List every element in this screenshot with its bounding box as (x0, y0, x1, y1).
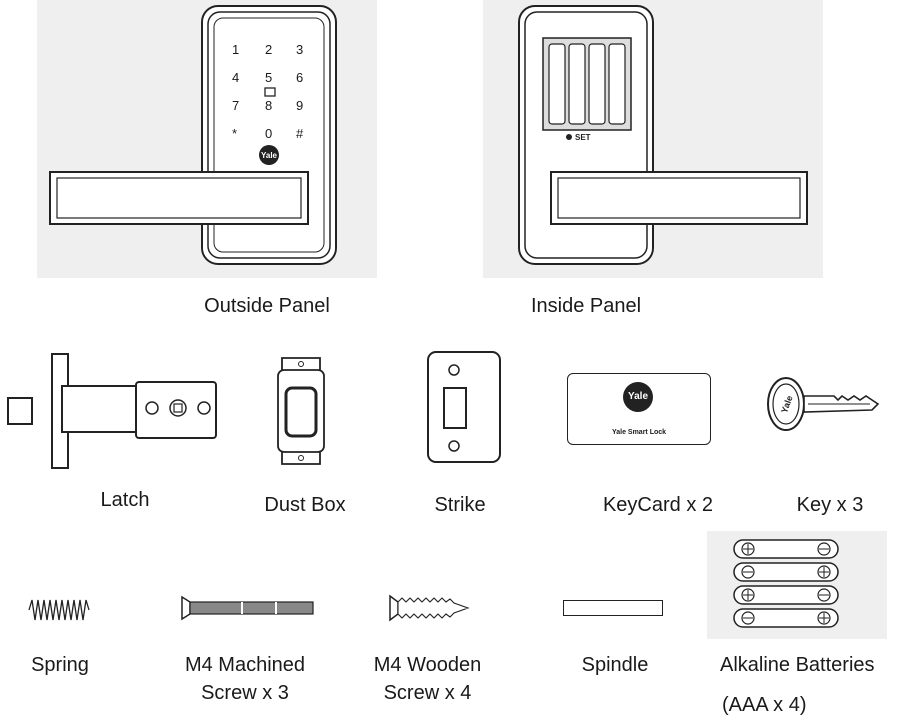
wooden-screw-illustration (389, 594, 470, 622)
wooden-screw-label-line1: M4 Wooden (373, 654, 482, 676)
spindle-illustration (563, 600, 663, 616)
battery-slot (548, 43, 566, 125)
key-6: 6 (296, 70, 304, 85)
latch-label: Latch (100, 489, 150, 511)
batteries-illustration (733, 539, 839, 628)
inside-panel-illustration: SET (518, 5, 808, 265)
key-5: 5 (265, 70, 273, 85)
key-0: 0 (265, 126, 273, 141)
batteries-label-line1: Alkaline Batteries (720, 654, 875, 676)
spring-label: Spring (31, 654, 89, 676)
strike-label: Strike (434, 494, 486, 516)
key-3: 3 (296, 42, 304, 57)
key-7: 7 (232, 98, 240, 113)
machined-screw-label-line2: Screw x 3 (201, 682, 289, 704)
keycard-yale-logo-icon: Yale (623, 382, 653, 412)
battery-slot (568, 43, 586, 125)
wooden-screw-label-line2: Screw x 4 (383, 682, 472, 704)
battery-icon (733, 562, 839, 582)
set-label: SET (575, 133, 591, 142)
key-2: 2 (265, 42, 273, 57)
battery-icon (733, 585, 839, 605)
battery-slot (588, 43, 606, 125)
battery-slot (608, 43, 626, 125)
batteries-label-line2: (AAA x 4) (722, 694, 807, 716)
keycard-illustration: Yale Yale Smart Lock (567, 373, 711, 445)
machined-screw-label-line1: M4 Machined (184, 654, 306, 676)
dust-box-illustration (277, 357, 325, 465)
battery-icon (733, 539, 839, 559)
keycard-label: KeyCard x 2 (602, 494, 714, 516)
key-1: 1 (232, 42, 240, 57)
key-star: * (232, 126, 238, 141)
key-9: 9 (296, 98, 304, 113)
spring-illustration (28, 599, 90, 621)
outside-panel-illustration: Yale (49, 5, 337, 265)
keycard-caption: Yale Smart Lock (611, 429, 667, 436)
machined-screw-illustration (181, 595, 314, 621)
key-illustration: Yale (767, 377, 880, 431)
keypad: 1 2 3 4 5 6 7 8 9 * 0 # (232, 42, 318, 150)
set-button-icon (566, 134, 572, 140)
spindle-label: Spindle (581, 654, 649, 676)
inside-panel-label: Inside Panel (530, 295, 642, 317)
dust-box-label: Dust Box (264, 494, 346, 516)
key-label: Key x 3 (796, 494, 864, 516)
key-hash: # (296, 126, 304, 141)
battery-icon (733, 608, 839, 628)
key-8: 8 (265, 98, 273, 113)
outside-logo-text: Yale (261, 151, 278, 160)
outside-panel-label: Outside Panel (204, 295, 330, 317)
key-4: 4 (232, 70, 240, 85)
yale-logo-icon (259, 145, 279, 165)
latch-illustration (7, 353, 217, 469)
strike-illustration (427, 351, 501, 463)
